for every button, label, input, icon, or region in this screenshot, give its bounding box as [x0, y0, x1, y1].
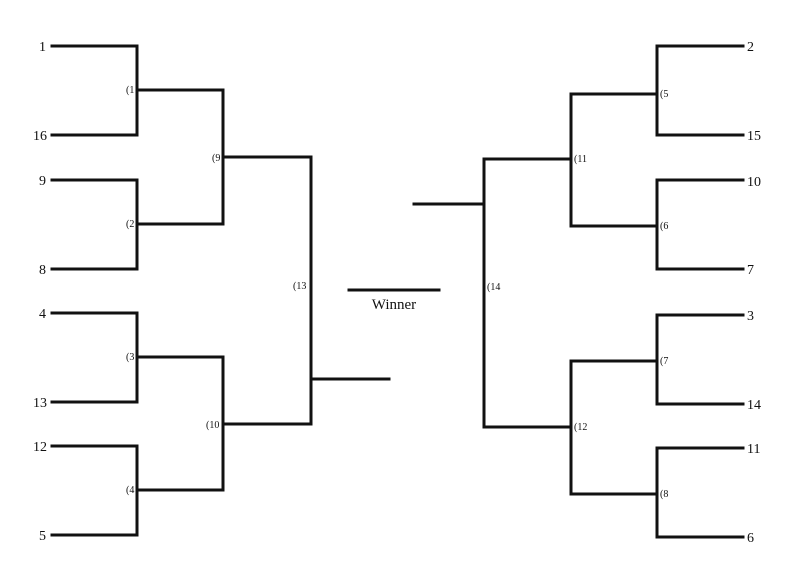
- left-first-round: [50, 44, 225, 537]
- bracket-line: [655, 44, 745, 137]
- seed-label: 3: [747, 309, 754, 324]
- seed-label: 5: [39, 529, 46, 544]
- bracket-line: [50, 311, 139, 404]
- right-seed-labels: 2 15 10 7 3 14 11 6: [747, 40, 761, 546]
- seed-label: 16: [33, 129, 47, 144]
- seed-label: 13: [33, 396, 47, 411]
- left-later-rounds: [221, 88, 391, 492]
- bracket-line: [50, 44, 139, 137]
- right-later-rounds: [412, 92, 573, 496]
- seed-label: 7: [747, 263, 754, 278]
- bracket-line: [655, 446, 745, 539]
- game-label: (9: [212, 153, 220, 164]
- game-label: (3: [126, 352, 134, 363]
- seed-label: 8: [39, 263, 46, 278]
- winner-label: Winner: [372, 297, 416, 313]
- game-labels: (1 (2 (3 (4 (9 (10 (13 (5 (6 (7 (8 (11 (…: [126, 85, 668, 500]
- right-first-round: [569, 44, 745, 539]
- seed-label: 10: [747, 175, 761, 190]
- seed-label: 15: [747, 129, 761, 144]
- bracket-line: [50, 178, 139, 271]
- game-label: (5: [660, 89, 668, 100]
- seed-label: 12: [33, 440, 47, 455]
- game-label: (13: [293, 281, 306, 292]
- game-label: (8: [660, 489, 668, 500]
- bracket-line: [50, 444, 139, 537]
- seed-label: 4: [39, 307, 46, 322]
- game-label: (10: [206, 420, 219, 431]
- game-label: (11: [574, 154, 587, 165]
- game-label: (2: [126, 219, 134, 230]
- game-label: (4: [126, 485, 134, 496]
- bracket-line: [655, 313, 745, 406]
- game-label: (1: [126, 85, 134, 96]
- seed-label: 6: [747, 531, 754, 546]
- game-label: (6: [660, 221, 668, 232]
- game-label: (12: [574, 422, 587, 433]
- seed-label: 14: [747, 398, 761, 413]
- seed-label: 1: [39, 40, 46, 55]
- left-seed-labels: 1 16 9 8 4 13 12 5: [33, 40, 47, 544]
- game-label: (14: [487, 282, 500, 293]
- seed-label: 11: [747, 442, 760, 457]
- bracket-line: [655, 178, 745, 271]
- seed-label: 9: [39, 174, 46, 189]
- seed-label: 2: [747, 40, 754, 55]
- game-label: (7: [660, 356, 668, 367]
